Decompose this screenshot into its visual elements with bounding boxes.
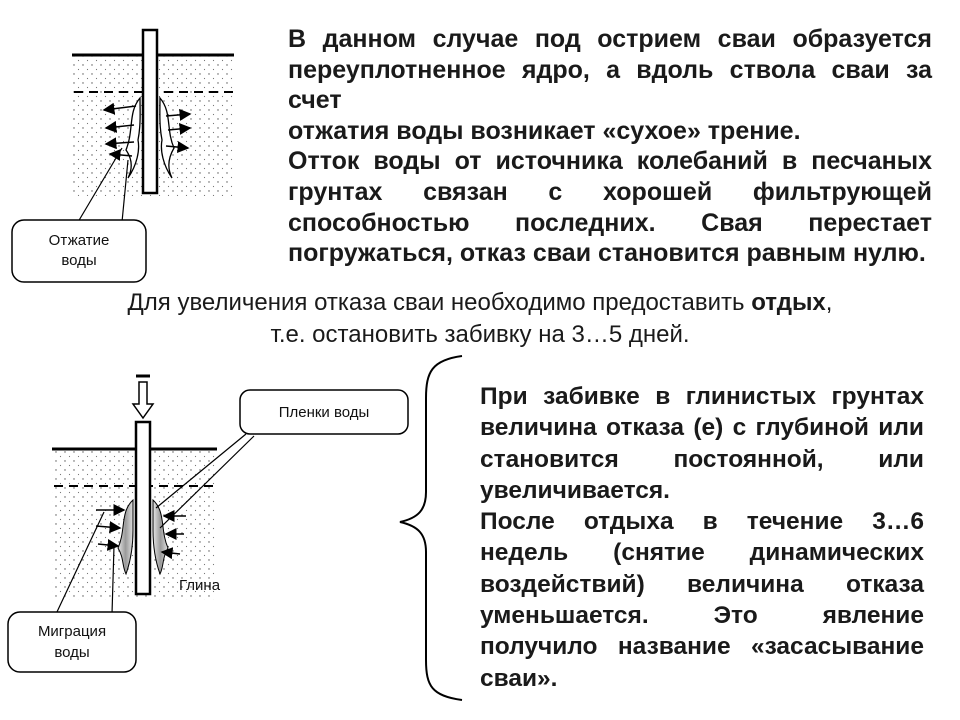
rest-line-1-suffix: , xyxy=(825,289,833,316)
callout-label: воды xyxy=(54,644,89,661)
text-line: способностью последних. Свая перестает xyxy=(288,208,932,237)
rest-recommendation: Для увеличения отказа сваи необходимо пр… xyxy=(0,287,960,351)
text-line: Отток воды от источника колебаний в песч… xyxy=(288,147,932,176)
clay-soil xyxy=(52,450,217,600)
callout-pointer xyxy=(159,435,255,529)
pile xyxy=(134,420,152,596)
callout-box xyxy=(11,219,147,283)
soil-type-label: Глина xyxy=(179,577,221,594)
rest-line-2: т.е. остановить забивку на 3…5 дней. xyxy=(270,321,690,348)
text-line: недель (снятие динамических xyxy=(480,539,924,567)
text-line: увеличивается. xyxy=(480,476,670,504)
rest-line-1: Для увеличения отказа сваи необходимо пр… xyxy=(0,287,960,319)
text-line: При забивке в глинистых грунтах xyxy=(480,383,924,410)
text-line: величина отказа (е) с глубиной или xyxy=(480,414,924,442)
callout-label: Отжатие xyxy=(49,232,110,249)
text-line: В данном случае под острием сваи образуе… xyxy=(288,25,932,53)
rest-line-1-prefix: Для увеличения отказа сваи необходимо пр… xyxy=(127,289,752,316)
callout-pointer xyxy=(55,511,105,615)
text-line: погружаться, отказ сваи становится равны… xyxy=(288,239,926,268)
text-line: грунтах связан с хорошей фильтрующей xyxy=(288,177,932,206)
text-line: становится постоянной, или xyxy=(480,445,924,473)
water-migration-arrows xyxy=(95,504,186,560)
curly-brace xyxy=(399,355,463,701)
callout-pointer xyxy=(111,545,115,615)
text-line: воздействий) величина отказа xyxy=(480,570,924,598)
water-outflow-arrows xyxy=(102,102,192,161)
callout-label: воды xyxy=(61,252,96,269)
pile xyxy=(141,28,159,195)
callout-label: Пленки воды xyxy=(279,404,370,421)
bottom-pile-diagram: Глина Пленки воды Миграция воды xyxy=(7,374,409,673)
compacted-zone-right xyxy=(159,96,175,179)
callout-box xyxy=(7,611,137,673)
top-text-block: В данном случае под острием сваи образуе… xyxy=(288,24,932,269)
text-line: переуплотненное ядро, а вдоль ствола сва… xyxy=(288,55,932,115)
rest-keyword: отдых xyxy=(751,289,826,316)
top-pile-diagram: Отжатие воды xyxy=(11,28,234,283)
callout-pointer xyxy=(121,159,129,223)
text-line: отжатия воды возникает «сухое» трение. xyxy=(288,116,801,145)
compacted-zone-left xyxy=(125,96,141,179)
text-line: После отдыха в течение 3…6 xyxy=(480,508,924,536)
text-line: уменьшается. Это явление xyxy=(480,602,924,630)
text-line: получило название «засасывание xyxy=(480,633,924,661)
callout-label: Миграция xyxy=(38,623,106,640)
callout-box xyxy=(239,389,409,435)
text-line: сваи». xyxy=(480,664,558,692)
callout-pointer xyxy=(77,147,123,223)
callout-pointer xyxy=(155,433,247,509)
load-arrow-icon xyxy=(131,381,155,420)
water-film-left xyxy=(117,498,134,576)
bottom-text-block: При забивке в глинистых грунтах величина… xyxy=(480,381,924,694)
